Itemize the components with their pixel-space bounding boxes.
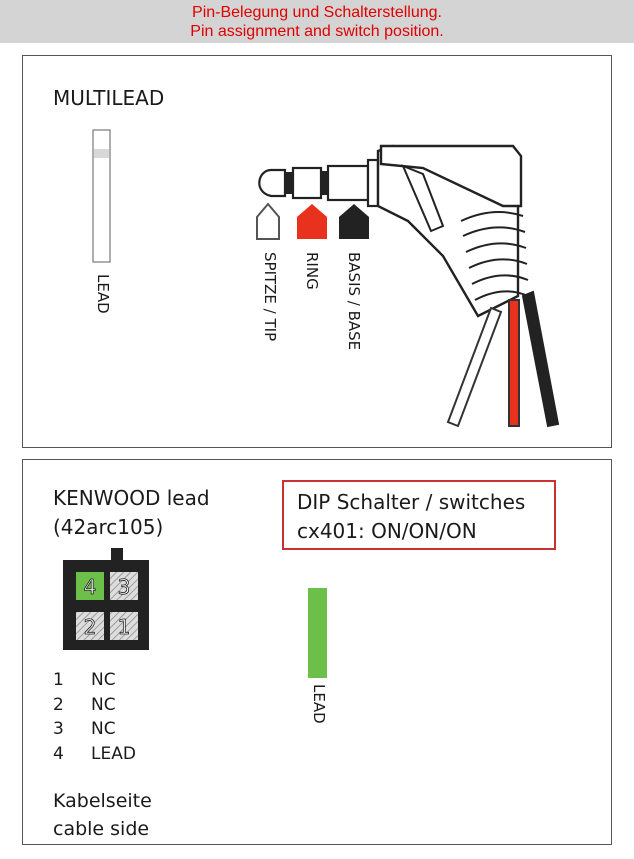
pin-row: 2 NC [53,695,136,720]
pin-4-number: 4 [84,575,97,599]
pin-number: 4 [53,743,64,764]
cable-side-de: Kabelseite [53,790,152,812]
pin-1-cell [110,612,138,640]
tip-pin-shape [256,202,280,240]
pin-2-cell [76,612,104,640]
base-pin-shape [339,204,369,239]
pin-3-number: 3 [118,575,131,599]
lead-wire-stripe [94,149,109,158]
ring-wire [508,299,520,427]
pin-4-cell [76,572,104,600]
lead-green-wire [308,588,327,678]
pin-number: 3 [53,719,64,739]
base-label: BASIS / BASE [345,252,363,351]
ring-pin-shape [297,204,327,239]
multilead-diagram [92,129,560,428]
jack-plug [258,144,529,318]
header-banner: Pin-Belegung und Schalterstellung. Pin a… [0,0,634,43]
banner-title-en: Pin assignment and switch position. [190,23,444,40]
dip-switch-box: DIP Schalter / switches cx401: ON/ON/ON [282,480,556,550]
multilead-lead-label: LEAD [94,274,112,314]
kenwood-part-number: (42arc105) [53,515,164,539]
pin-row: 1 NC [53,670,136,695]
ring-label: RING [303,252,321,290]
tip-label: SPITZE / TIP [261,252,279,342]
tip-wire [446,306,503,428]
kenwood-connector: 4 3 2 1 [63,548,149,650]
pin-number: 1 [53,670,64,690]
dip-switch-setting: cx401: ON/ON/ON [297,519,477,543]
kenwood-lead-label: LEAD [310,684,328,724]
cable-side-en: cable side [53,818,150,840]
pin-function: NC [91,719,116,739]
pin-1-number: 1 [118,615,131,639]
pin-number: 2 [53,694,64,715]
pin-function: NC [91,670,116,690]
multilead-panel: MULTILEAD [22,55,612,448]
pin-row: 4 LEAD [53,744,136,769]
pin-function: NC [91,694,116,715]
banner-title-de: Pin-Belegung und Schalterstellung. [192,4,442,21]
pin-row: 3 NC [53,719,136,744]
kenwood-title: KENWOOD lead [53,486,210,510]
multilead-title: MULTILEAD [53,86,165,110]
dip-switch-title: DIP Schalter / switches [297,490,526,514]
base-wire [521,290,560,428]
pin-function: LEAD [91,743,136,764]
pin-3-cell [110,572,138,600]
pin-2-number: 2 [84,615,97,639]
lead-wire-strip [92,129,111,263]
